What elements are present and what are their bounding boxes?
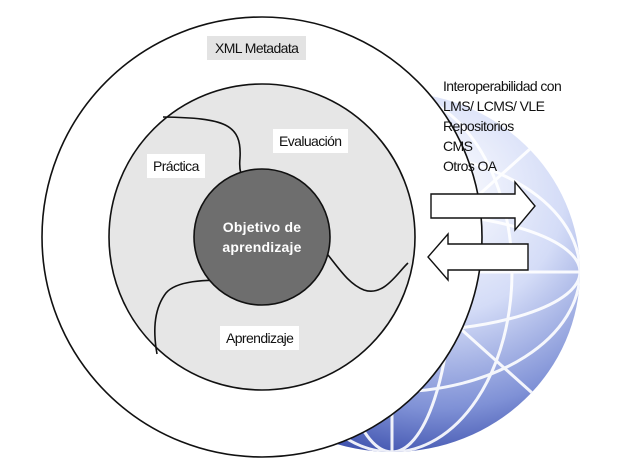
interop-line: CMS <box>443 138 473 154</box>
interop-line: Otros OA <box>443 158 497 174</box>
divider-evaluacion-aprendizaje <box>317 242 409 293</box>
evaluacion-label: Evaluación <box>273 129 348 153</box>
divider-aprendizaje-practica <box>154 279 229 355</box>
core-circle <box>193 168 331 306</box>
aprendizaje-label: Aprendizaje <box>220 326 300 350</box>
interop-line: LMS/ LCMS/ VLE <box>443 98 545 114</box>
incoming-arrow-icon <box>427 232 529 282</box>
interoperability-list: Interoperabilidad con LMS/ LCMS/ VLE Rep… <box>443 76 562 176</box>
interop-line: Repositorios <box>443 118 514 134</box>
core-label-line-2: aprendizaje <box>222 239 302 255</box>
outgoing-arrow-icon <box>430 180 536 232</box>
core-label-line-1: Objetivo de <box>222 219 302 235</box>
core-label: Objetivo de aprendizaje <box>196 217 328 257</box>
xml-metadata-label: XML Metadata <box>207 36 307 60</box>
practica-label: Práctica <box>147 154 205 178</box>
interop-line: Interoperabilidad con <box>443 78 562 94</box>
